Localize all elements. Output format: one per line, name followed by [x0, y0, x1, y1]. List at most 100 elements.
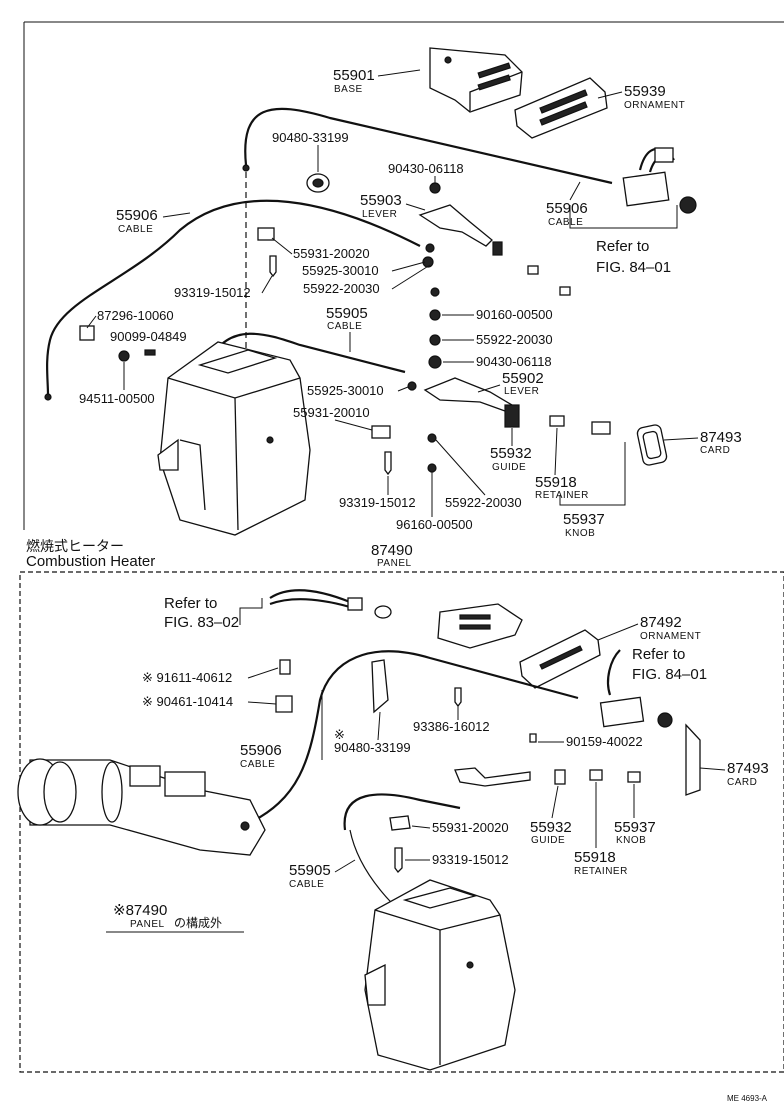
- label-93386-16012: 93386-16012: [413, 706, 490, 734]
- part-number: 55906: [116, 207, 158, 224]
- lever-55902-drawing: [423, 377, 520, 428]
- part-number: 87493: [727, 760, 769, 777]
- label-55918-retainer-lower: 55918 RETAINER: [574, 782, 628, 877]
- part-number: 55932: [530, 819, 572, 836]
- reference-line1: Refer to: [596, 238, 649, 255]
- label-55932-guide-upper: 55932 GUIDE: [490, 428, 532, 473]
- part-number: 90160-00500: [476, 307, 553, 322]
- part-number: 90480-33199: [272, 130, 349, 145]
- label-94511-00500: 94511-00500: [79, 362, 155, 406]
- label-90099-04849: 90099-04849: [110, 329, 187, 344]
- part-number: 87492: [640, 614, 682, 631]
- label-55931-20010: 55931-20010: [293, 405, 373, 431]
- part-number: 55905: [326, 305, 368, 322]
- label-87492-ornament: 87492 ORNAMENT: [597, 614, 701, 642]
- section-title-jp: 燃焼式ヒーター: [26, 538, 124, 554]
- part-name: CABLE: [118, 224, 153, 235]
- lever-55903-drawing: [418, 182, 503, 256]
- note-jp-text: の構成外: [174, 916, 222, 930]
- part-name: CABLE: [289, 879, 324, 890]
- reference-line1: Refer to: [632, 646, 685, 663]
- part-name: GUIDE: [531, 835, 565, 846]
- label-90430-06118-upper: 90430-06118: [388, 161, 464, 183]
- part-number: 55902: [502, 370, 544, 387]
- part-number: 93386-16012: [413, 719, 490, 734]
- base-bracket-drawing: [429, 47, 523, 113]
- label-55922-20030-mid: 55922-20030: [442, 332, 553, 347]
- part-name: ORNAMENT: [624, 100, 685, 111]
- label-55901-base: 55901 BASE: [333, 67, 421, 95]
- reference-line1: Refer to: [164, 595, 217, 612]
- part-number: 55931-20020: [432, 820, 509, 835]
- part-number: 55906: [546, 200, 588, 217]
- label-55937-knob-lower: 55937 KNOB: [614, 784, 656, 846]
- part-name: CABLE: [327, 321, 362, 332]
- label-55931-20020-upper: 55931-20020: [271, 237, 370, 261]
- label-55939-ornament: 55939 ORNAMENT: [597, 83, 685, 111]
- part-number: 55918: [535, 474, 577, 491]
- panel-note: ※87490 PANEL の構成外: [106, 902, 244, 933]
- part-number: 55931-20010: [293, 405, 370, 420]
- label-55906-cable-left: 55906 CABLE: [116, 207, 191, 235]
- part-number: 90430-06118: [476, 354, 552, 369]
- part-number: 55922-20030: [476, 332, 553, 347]
- label-93319-15012-upper: 93319-15012: [174, 275, 273, 300]
- part-name: RETAINER: [535, 490, 589, 501]
- part-name: LEVER: [504, 386, 539, 397]
- part-number: 90099-04849: [110, 329, 187, 344]
- part-number: ※ 90461-10414: [142, 694, 233, 709]
- heater-box-upper-drawing: [157, 341, 311, 536]
- cable-upper-long: [244, 107, 613, 185]
- reference-fig-84-01-lower: Refer to FIG. 84–01: [632, 646, 707, 683]
- cable-55906-drawing: [46, 199, 421, 396]
- part-name: CARD: [700, 445, 730, 456]
- label-90480-33199-upper: 90480-33199: [272, 130, 349, 172]
- washers-drawing: [407, 243, 571, 473]
- note-part-number: ※87490: [113, 902, 167, 919]
- label-55925-30010-upper: 55925-30010: [302, 261, 426, 278]
- label-96160-00500: 96160-00500: [396, 472, 473, 532]
- panel-part-number: 87490: [371, 542, 413, 559]
- label-90160-00500: 90160-00500: [442, 307, 553, 322]
- panel-part-name: PANEL: [377, 558, 412, 569]
- label-55918-retainer-upper: 55918 RETAINER: [535, 427, 589, 501]
- label-93319-15012-lower-upper: 93319-15012: [339, 476, 416, 510]
- part-number: 55922-20030: [445, 495, 522, 510]
- part-number: 55901: [333, 67, 375, 84]
- heater-blower-drawing: [17, 758, 266, 856]
- reference-line2: FIG. 84–01: [596, 259, 671, 276]
- label-93319-15012-lower: 93319-15012: [405, 852, 509, 867]
- reference-line2: FIG. 83–02: [164, 614, 239, 631]
- reference-line2: FIG. 84–01: [632, 666, 707, 683]
- part-number: ※ 91611-40612: [142, 670, 232, 685]
- clip-55931-drawing: [257, 227, 275, 241]
- part-number: 93319-15012: [432, 852, 509, 867]
- part-name: CARD: [727, 777, 757, 788]
- label-90461-10414: ※ 90461-10414: [142, 694, 277, 709]
- part-number: 90430-06118: [388, 161, 464, 176]
- part-number: 93319-15012: [174, 285, 251, 300]
- mark: ※: [334, 727, 345, 742]
- part-number: 55931-20020: [293, 246, 370, 261]
- label-55922-20030-upper: 55922-20030: [303, 264, 431, 296]
- label-55903-lever: 55903 LEVER: [360, 192, 426, 220]
- part-name: LEVER: [362, 209, 397, 220]
- part-name: CABLE: [548, 217, 583, 228]
- part-number: 55925-30010: [307, 383, 384, 398]
- part-number: 93319-15012: [339, 495, 416, 510]
- upper-drawings: [23, 21, 784, 536]
- label-55906-cable-right: 55906 CABLE: [546, 181, 588, 228]
- part-name: BASE: [334, 84, 363, 95]
- part-name: KNOB: [565, 528, 595, 539]
- part-number: 96160-00500: [396, 517, 473, 532]
- part-number: 55905: [289, 862, 331, 879]
- label-87493-card-lower: 87493 CARD: [699, 760, 769, 788]
- figure-code: ME 4693-A: [727, 1094, 768, 1103]
- label-90159-40022: 90159-40022: [538, 734, 643, 749]
- reference-fig-83-02: Refer to FIG. 83–02: [164, 595, 239, 631]
- label-55905-cable: 55905 CABLE: [326, 305, 368, 352]
- label-55937-knob-upper: 55937 KNOB: [563, 511, 605, 539]
- part-name: RETAINER: [574, 866, 628, 877]
- reference-fig-84-01-upper: Refer to FIG. 84–01: [596, 238, 671, 276]
